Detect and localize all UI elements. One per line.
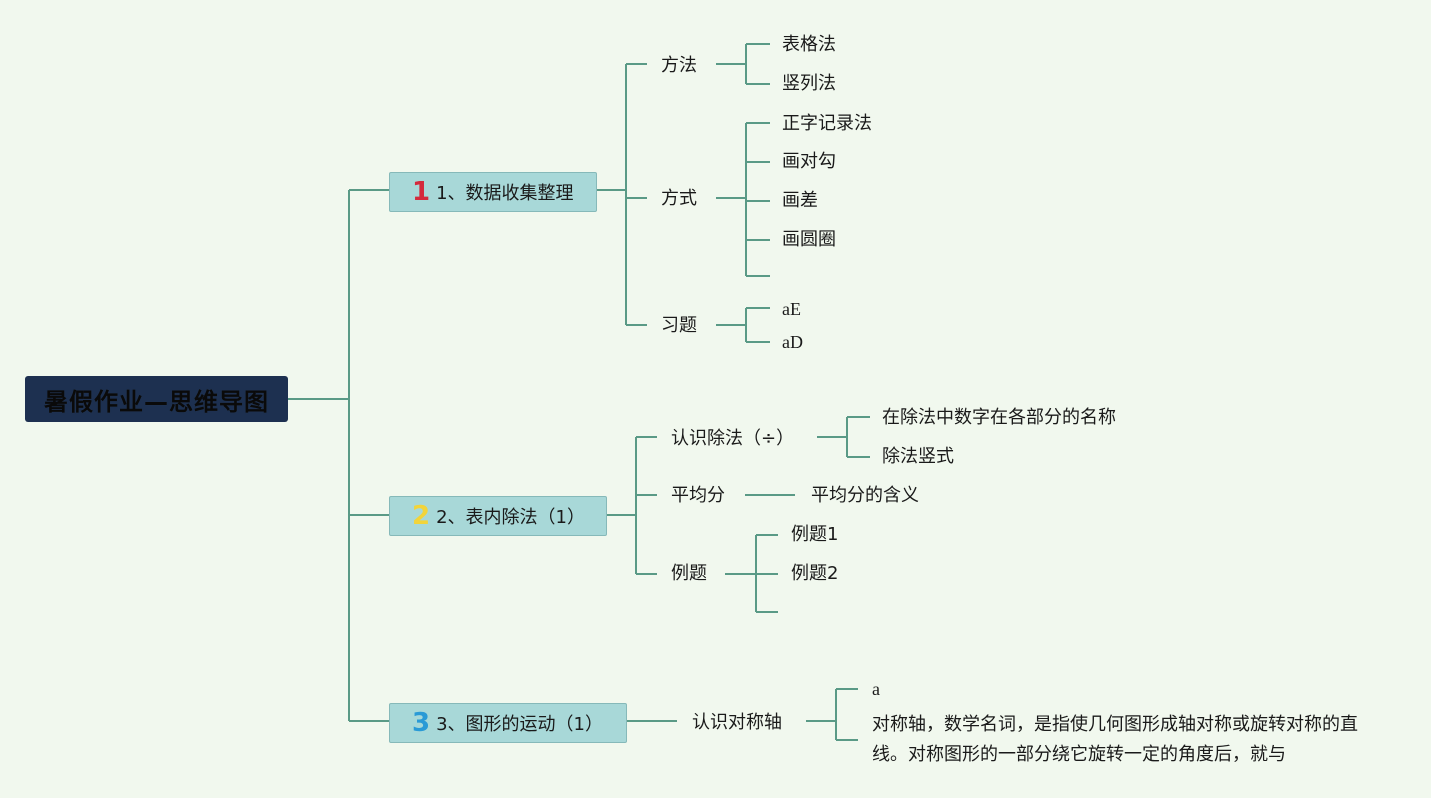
topic-3-label: 3、图形的运动（1） [436,714,603,735]
topic-2-number: 2 [412,501,431,531]
node-example-1[interactable]: 例题1 [791,524,839,545]
topic-2-label: 2、表内除法（1） [436,507,585,528]
node-tally-method[interactable]: 正字记录法 [782,113,872,134]
topic-1-node[interactable]: 1 1、数据收集整理 [389,172,597,212]
topic-1-label: 1、数据收集整理 [436,183,574,204]
node-division-parts-names[interactable]: 在除法中数字在各部分的名称 [882,407,1116,428]
node-way[interactable]: 方式 [661,188,697,209]
node-ae[interactable]: aE [782,299,801,319]
node-symmetry-axis-definition[interactable]: 对称轴，数学名词，是指使几何图形成轴对称或旋转对称的直线。对称图形的一部分绕它旋… [872,714,1358,765]
node-table-method[interactable]: 表格法 [782,34,836,55]
node-column-method[interactable]: 竖列法 [782,73,836,94]
root-node[interactable]: 暑假作业—思维导图 [25,376,288,422]
topic-1-number: 1 [412,177,431,207]
node-examples[interactable]: 例题 [671,563,707,584]
topic-3-node[interactable]: 3 3、图形的运动（1） [389,703,627,743]
node-example-2[interactable]: 例题2 [791,563,839,584]
node-a[interactable]: a [872,679,880,699]
root-title: 暑假作业—思维导图 [44,387,269,416]
node-ad[interactable]: aD [782,332,803,352]
node-cross-mark[interactable]: 画差 [782,190,818,211]
node-exercise[interactable]: 习题 [661,315,697,336]
node-check-mark[interactable]: 画对勾 [782,151,836,172]
node-equal-share-meaning[interactable]: 平均分的含义 [811,485,919,506]
node-division-vertical[interactable]: 除法竖式 [882,446,954,467]
node-know-division[interactable]: 认识除法（÷） [671,428,795,449]
node-symmetry-axis[interactable]: 认识对称轴 [692,712,782,733]
node-equal-share[interactable]: 平均分 [671,485,725,506]
topic-3-number: 3 [412,708,431,738]
node-method[interactable]: 方法 [661,55,697,76]
node-circle-mark[interactable]: 画圆圈 [782,229,836,250]
topic-2-node[interactable]: 2 2、表内除法（1） [389,496,607,536]
